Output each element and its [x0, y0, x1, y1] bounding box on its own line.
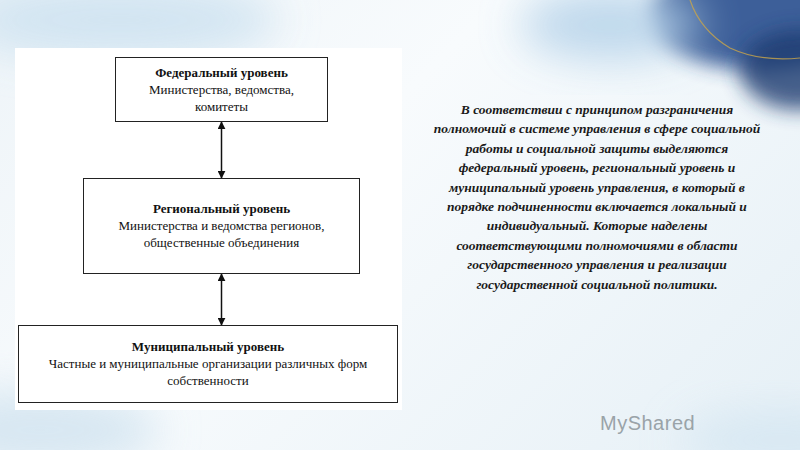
double-arrow [221, 274, 223, 325]
double-arrow [221, 122, 223, 178]
level-description: Частные и муниципальные организации разл… [27, 355, 389, 389]
level-description: Министерства, ведомства, комитеты [124, 81, 319, 115]
watercolor-blob [680, 410, 800, 450]
watercolor-blob [740, 30, 800, 110]
level-heading: Региональный уровень [92, 200, 351, 217]
gold-vein [690, 0, 800, 59]
level-heading: Федеральный уровень [124, 64, 319, 81]
municipal-level-box: Муниципальный уровеньЧастные и муниципал… [18, 325, 398, 403]
federal-level-box: Федеральный уровеньМинистерства, ведомст… [115, 57, 328, 122]
watermark: MyShared [600, 412, 695, 435]
description-paragraph: В соответствии с принципом разграничения… [432, 100, 762, 294]
level-heading: Муниципальный уровень [27, 338, 389, 355]
level-description: Министерства и ведомства регионов, общес… [92, 217, 351, 251]
regional-level-box: Региональный уровеньМинистерства и ведом… [83, 178, 360, 274]
watercolor-blob [520, 0, 700, 60]
